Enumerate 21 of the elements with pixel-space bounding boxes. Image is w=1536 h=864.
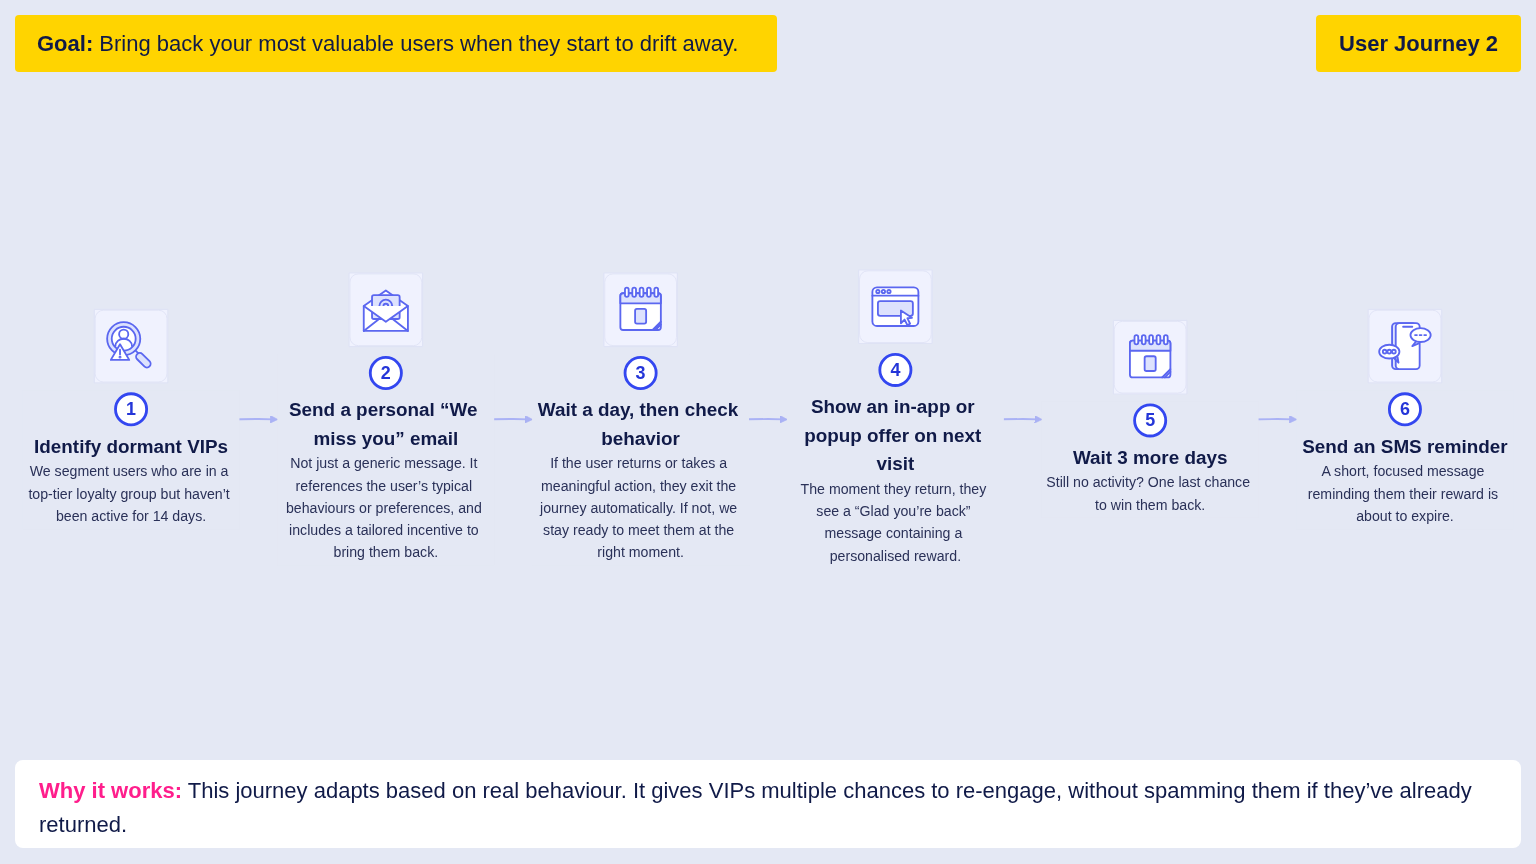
step-description: Still no activity? One last chance to win them back. xyxy=(1046,474,1252,513)
step-description: Not just a generic message. It references the user’s typical behaviours or preferences, and includes a tailored incentive to bring them back. xyxy=(285,455,483,560)
step-heading: Send an SMS reminder xyxy=(1302,435,1508,457)
step-number-badge: 1 xyxy=(114,392,149,427)
step-number-badge: 2 xyxy=(368,356,403,390)
step-number-badge: 3 xyxy=(623,356,658,390)
step-description: We segment users who are in a top-tier loyalty group but haven’t been active for 14 days. xyxy=(28,463,231,524)
goal-banner: Goal: Bring back your most valuable users when they start to drift away. xyxy=(15,15,777,72)
step-description: The moment they return, they see a “Glad you’re back” message containing a personalised reward. xyxy=(800,480,988,563)
step-heading: Show an in-app or popup offer on next visit xyxy=(804,396,983,474)
step-description: A short, focused message reminding them their reward is about to expire. xyxy=(1307,463,1500,524)
step-number-badge: 5 xyxy=(1133,403,1168,438)
journey-badge: User Journey 2 xyxy=(1316,15,1521,72)
step-heading: Identify dormant VIPs xyxy=(34,435,229,457)
step-heading: Wait 3 more days xyxy=(1072,446,1228,468)
step-heading: Send a personal “We miss you” email xyxy=(289,399,479,449)
note-panel: Why it works: This journey adapts based on real behaviour. It gives VIPs multiple chances to re-engage, without spamming them if they’ve already returned. xyxy=(15,760,1521,848)
step-number-badge: 4 xyxy=(878,352,913,387)
step-heading: Wait a day, then check behavior xyxy=(537,399,740,449)
step-description: If the user returns or takes a meaningful action, they exit the journey automatically. If not, we stay ready to meet them at the right moment. xyxy=(540,455,739,560)
step-number-badge: 6 xyxy=(1387,392,1422,427)
